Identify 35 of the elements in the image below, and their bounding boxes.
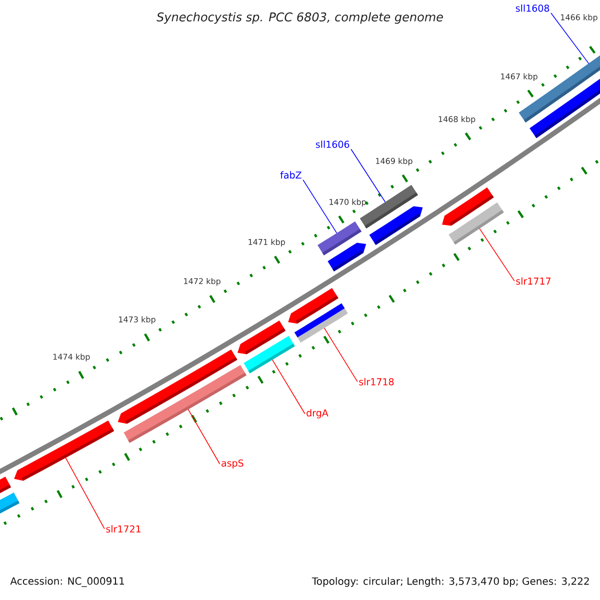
gene-label: sll1608 <box>516 4 550 12</box>
footer-text: Topology: circular; Length: 3,573,470 bp; Genes: 3,222 <box>312 577 589 587</box>
scale-label: 1467 kbp <box>501 73 538 81</box>
gene-label: slr1718 <box>359 378 394 386</box>
gene-bar <box>518 55 600 122</box>
scale-label: 1473 kbp <box>119 316 156 324</box>
gene-label: aspS <box>222 459 244 468</box>
gene-bar <box>294 303 348 343</box>
gene-label: slr1717 <box>516 277 551 285</box>
gene-feature <box>14 420 114 481</box>
gene-label: drgA <box>306 409 328 418</box>
scale-label: 1468 kbp <box>438 116 476 124</box>
scale-label: 1472 kbp <box>184 278 220 286</box>
gene-label: slr1721 <box>106 525 140 533</box>
scale-label: 1471 kbp <box>248 238 285 247</box>
leader-line <box>302 179 338 234</box>
title: Synechocystis sp. PCC 6803, complete genome <box>156 12 443 24</box>
scale-label: 1474 kbp <box>53 354 90 362</box>
scale-label: 1466 kbp <box>561 14 598 22</box>
gene-label: sll1606 <box>316 140 350 148</box>
leader-line <box>350 148 386 202</box>
scale-label: 1470 kbp <box>330 198 366 206</box>
leader-line <box>479 228 515 282</box>
gene-bar <box>448 202 504 245</box>
leader-line <box>550 12 590 64</box>
gene-bar <box>318 221 362 256</box>
leader-line <box>188 409 220 464</box>
leader-line <box>65 457 105 530</box>
scale-label: 1469 kbp <box>376 158 412 166</box>
leader-line <box>272 359 306 414</box>
gene-bar <box>124 364 246 443</box>
gene-label: fabZ <box>280 171 302 179</box>
leader-line <box>324 328 358 382</box>
gene-bar <box>244 336 295 374</box>
footer-text: Accession: NC_000911 <box>10 577 124 587</box>
